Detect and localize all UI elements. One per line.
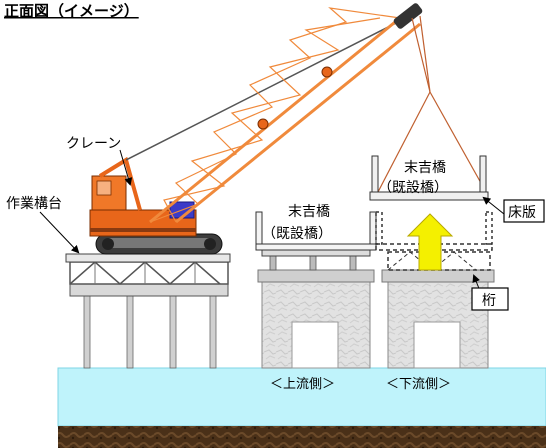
downstream-side-label: ＜下流側＞ — [386, 377, 451, 392]
crane — [89, 3, 487, 255]
work-platform — [65, 253, 231, 369]
bridge-upstream-name: 末吉橋 — [288, 204, 330, 220]
lifted-floor-slab — [369, 155, 489, 201]
bridge-downstream-name: 末吉橋 — [404, 160, 446, 176]
lift-up-arrow — [406, 213, 454, 271]
crane-boom — [149, 3, 423, 224]
upstream-side-label: ＜上流側＞ — [270, 377, 335, 392]
bridge-upstream — [255, 211, 377, 369]
crane-leader — [119, 149, 133, 186]
diagram-title: 正面図（イメージ） — [4, 2, 139, 20]
slab-leader — [482, 196, 505, 215]
floor-slab-label: 床版 — [508, 205, 536, 221]
girder-callout-box — [471, 287, 509, 311]
work-platform-label: 作業構台 — [6, 196, 62, 212]
riverbed-ground — [58, 426, 546, 448]
floor-slab-callout-box — [503, 199, 545, 223]
girder-label: 桁 — [482, 293, 496, 309]
bridge-downstream-note: （既設橋） — [378, 180, 448, 196]
bridge-upstream-note: （既設橋） — [262, 226, 332, 242]
platform-leader — [39, 211, 80, 254]
river-water — [57, 367, 546, 427]
bridge-downstream — [375, 211, 495, 369]
crane-label: クレーン — [66, 136, 121, 152]
